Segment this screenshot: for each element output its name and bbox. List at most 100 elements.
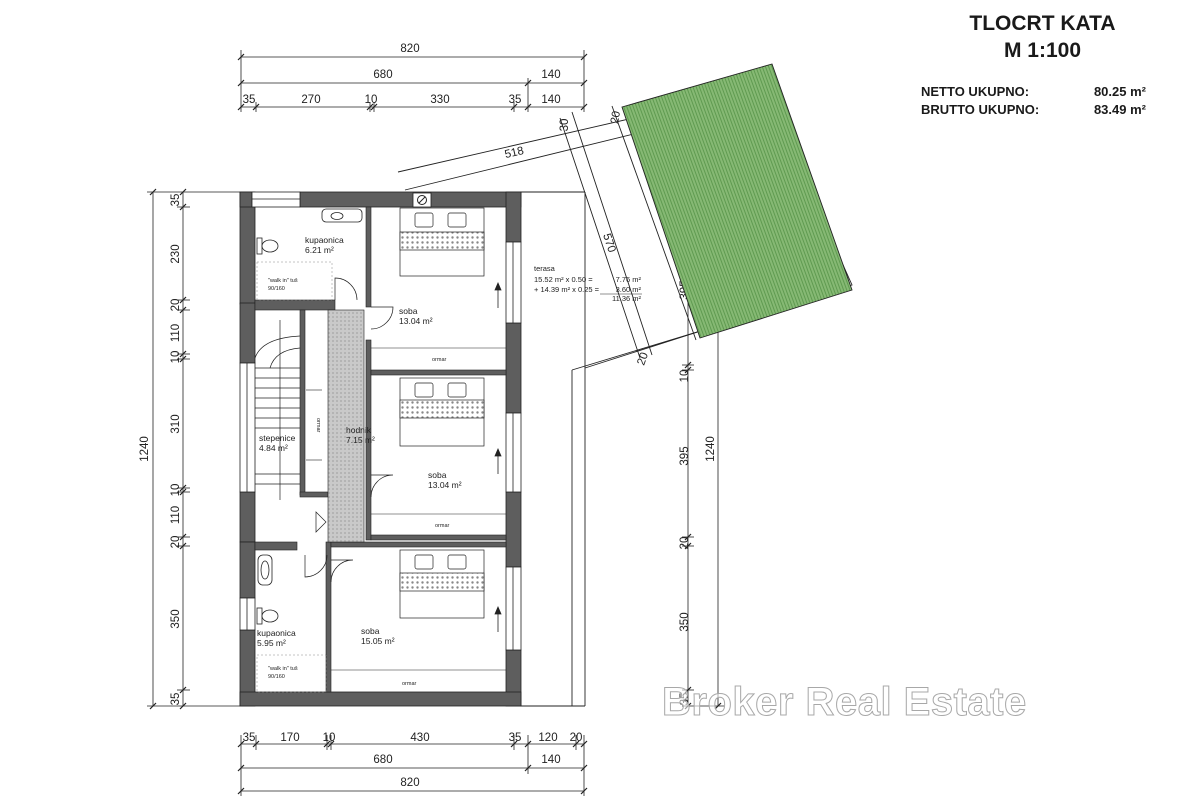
wardrobe bbox=[306, 347, 506, 671]
terrace-value: 3.60 m² bbox=[616, 285, 642, 294]
room-area: 4.84 m² bbox=[259, 443, 288, 453]
watermark: Broker Real Estate bbox=[662, 680, 1027, 725]
dim-top-seg: 35 bbox=[243, 94, 256, 106]
closet-label: ormar bbox=[402, 681, 417, 687]
doors bbox=[304, 277, 394, 583]
dim-top-seg: 270 bbox=[301, 94, 320, 106]
terrace-name: terasa bbox=[534, 264, 556, 273]
dim-top-seg: 330 bbox=[430, 94, 449, 106]
shower-size: 90/160 bbox=[268, 674, 285, 680]
bed-icon bbox=[399, 377, 485, 447]
room-name: hodnik bbox=[346, 425, 372, 435]
room-area: 13.04 m² bbox=[399, 316, 433, 326]
dim-left-total: 1240 bbox=[139, 436, 151, 462]
terrace-total: 11.36 m² bbox=[612, 294, 642, 303]
netto-label: NETTO UKUPNO: bbox=[921, 84, 1030, 99]
room-area: 6.21 m² bbox=[305, 245, 334, 255]
dim-left-seg: 20 bbox=[170, 299, 182, 312]
bathtub-icon bbox=[321, 208, 363, 223]
room-area: 5.95 m² bbox=[257, 638, 286, 648]
dim-bottom-main: 680 bbox=[373, 754, 392, 766]
dim-right-seg: 10 bbox=[679, 370, 691, 383]
dim-bottom-terrace: 140 bbox=[541, 754, 560, 766]
windows bbox=[239, 191, 522, 651]
dim-terrace-518: 518 bbox=[504, 145, 525, 161]
netto-value: 80.25 m² bbox=[1093, 84, 1146, 99]
closet-label: ormar bbox=[315, 418, 321, 433]
exterior-walls bbox=[239, 191, 522, 707]
room-name: kupaonica bbox=[305, 235, 344, 245]
dim-left-seg: 10 bbox=[170, 351, 182, 364]
terrace-calc: 15.52 m² x 0.50 = bbox=[534, 275, 593, 284]
toilet-icon bbox=[256, 237, 279, 255]
interior-walls bbox=[254, 206, 507, 693]
shower-area bbox=[256, 654, 327, 693]
dim-left-seg: 230 bbox=[170, 244, 182, 263]
dim-top-main: 680 bbox=[373, 69, 392, 81]
vent-icon bbox=[412, 192, 432, 208]
dim-left-seg: 20 bbox=[170, 536, 182, 549]
plan-scale: M 1:100 bbox=[1003, 39, 1082, 62]
top-dimensions bbox=[237, 50, 588, 112]
dim-right-seg: 35 bbox=[679, 693, 691, 706]
room-name: soba bbox=[399, 306, 418, 316]
dim-bottom-seg: 430 bbox=[410, 732, 429, 744]
brutto-value: 83.49 m² bbox=[1093, 102, 1146, 117]
dim-bottom-seg: 10 bbox=[323, 732, 336, 744]
dim-left-seg: 35 bbox=[170, 693, 182, 706]
dim-bottom-total: 820 bbox=[400, 777, 419, 789]
dim-bottom-seg: 120 bbox=[538, 732, 557, 744]
dim-top-seg: 10 bbox=[365, 94, 378, 106]
bed-icon bbox=[399, 549, 485, 619]
dim-top-seg: 140 bbox=[541, 94, 560, 106]
arrow-icon bbox=[494, 281, 502, 632]
dim-bottom-seg: 20 bbox=[570, 732, 583, 744]
terrace-calc: + 14.39 m² x 0.25 = bbox=[534, 285, 600, 294]
closet-label: ormar bbox=[435, 523, 450, 529]
room-name: soba bbox=[428, 470, 447, 480]
dim-left-seg: 10 bbox=[170, 484, 182, 497]
toilet-icon bbox=[256, 607, 279, 625]
shower-area bbox=[256, 261, 333, 301]
bottom-dimensions bbox=[237, 735, 588, 796]
dim-top-terrace: 140 bbox=[541, 69, 560, 81]
room-area: 15.05 m² bbox=[361, 636, 395, 646]
dim-top-total: 820 bbox=[400, 43, 419, 55]
terrace-value: 7.76 m² bbox=[616, 275, 642, 284]
dim-left-seg: 35 bbox=[170, 194, 182, 207]
dim-left-seg: 110 bbox=[170, 324, 182, 342]
room-area: 7.15 m² bbox=[346, 435, 375, 445]
dim-right-total: 1240 bbox=[705, 436, 717, 462]
dim-bottom-seg: 35 bbox=[243, 732, 256, 744]
dim-terrace-570: 570 bbox=[600, 232, 617, 254]
dim-right-seg: 350 bbox=[679, 612, 691, 631]
dim-left-seg: 310 bbox=[170, 414, 182, 433]
shower-size: 90/160 bbox=[268, 286, 285, 292]
dim-right-seg: 395 bbox=[679, 446, 691, 465]
dim-right-seg: 20 bbox=[679, 537, 691, 550]
shower-label: "walk in" tuš bbox=[268, 666, 298, 672]
room-name: kupaonica bbox=[257, 628, 296, 638]
dim-left-seg: 350 bbox=[170, 609, 182, 628]
sink-icon bbox=[257, 554, 273, 586]
brutto-label: BRUTTO UKUPNO: bbox=[921, 102, 1040, 117]
dim-bottom-seg: 35 bbox=[509, 732, 522, 744]
green-roof bbox=[621, 63, 853, 339]
dim-terrace-20: 20 bbox=[609, 110, 623, 125]
left-dimensions bbox=[147, 188, 240, 710]
plan-title: TLOCRT KATA bbox=[969, 12, 1116, 35]
dim-left-seg: 110 bbox=[170, 506, 182, 524]
shower-label: "walk in" tuš bbox=[268, 278, 298, 284]
room-name: soba bbox=[361, 626, 380, 636]
closet-label: ormar bbox=[432, 357, 447, 363]
room-area: 13.04 m² bbox=[428, 480, 462, 490]
dim-terrace-20b: 20 bbox=[635, 351, 651, 367]
stairs bbox=[254, 320, 327, 533]
dim-terrace-30: 30 bbox=[559, 119, 571, 132]
bed-icon bbox=[399, 207, 485, 277]
room-name: stepenice bbox=[259, 433, 296, 443]
dim-top-seg: 35 bbox=[509, 94, 522, 106]
hallway-partition bbox=[327, 309, 365, 543]
dim-bottom-seg: 170 bbox=[280, 732, 299, 744]
